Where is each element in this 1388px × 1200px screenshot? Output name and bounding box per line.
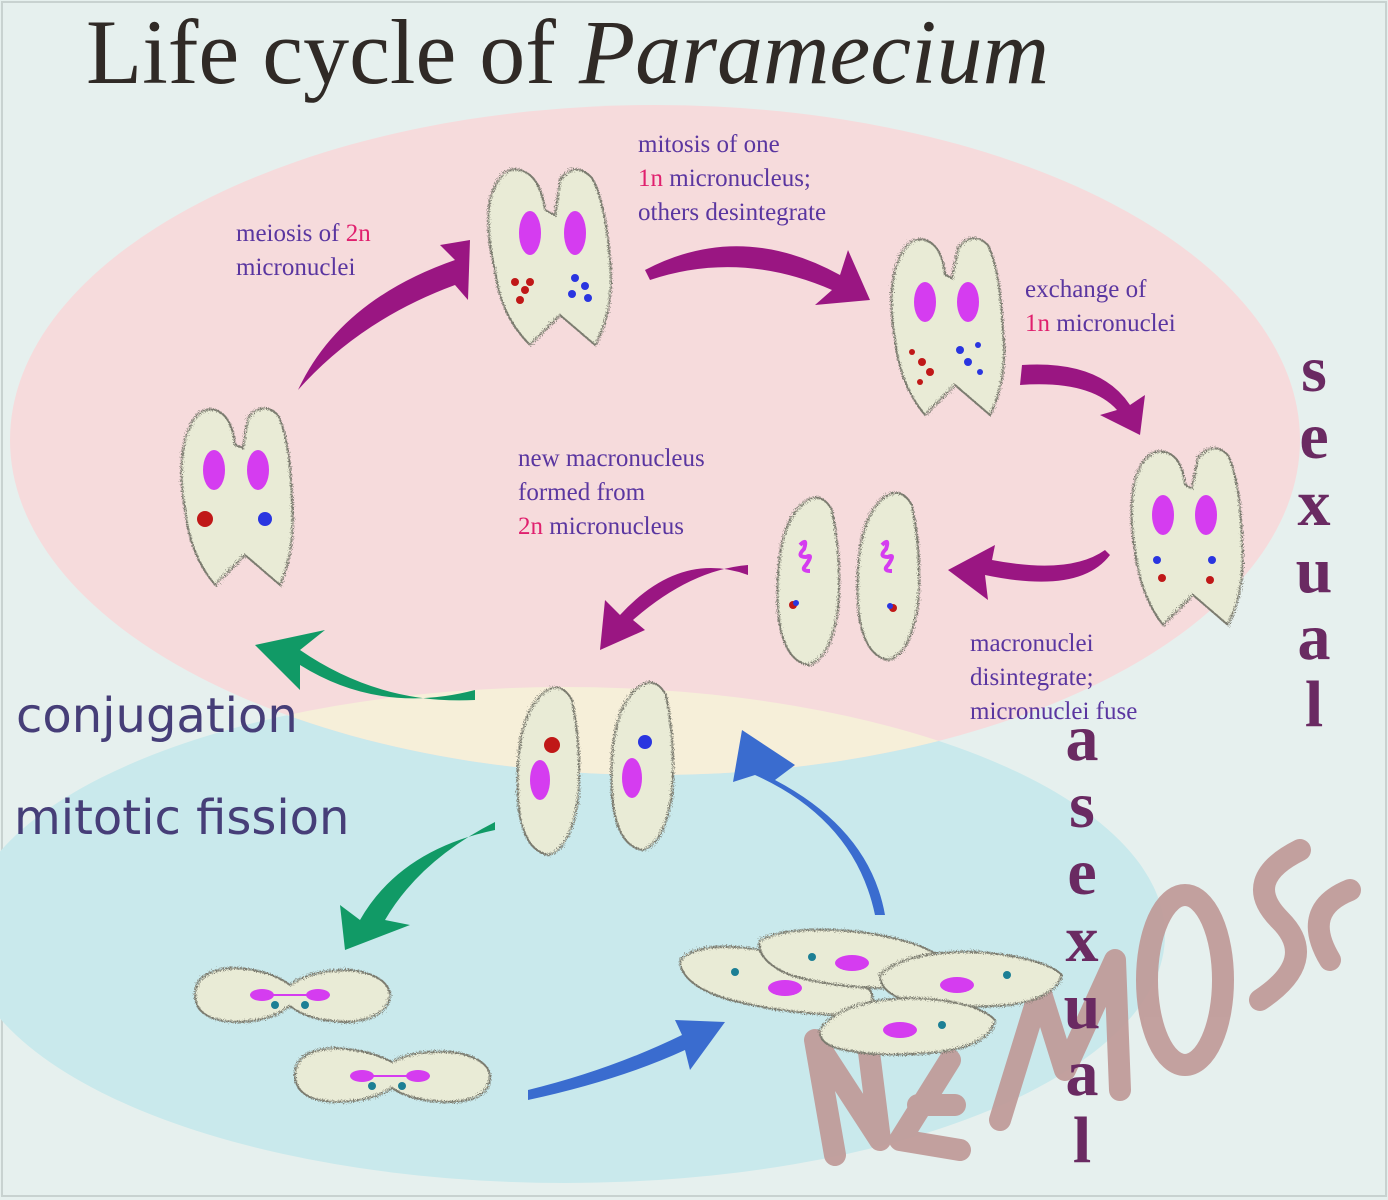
vertical-letter: a xyxy=(1065,702,1099,775)
note-exchange-ploidy: 1n xyxy=(1025,310,1050,337)
cells-new-pair xyxy=(516,681,675,857)
vertical-letter: s xyxy=(1069,769,1095,842)
watermark-shapes xyxy=(804,839,1361,1166)
title-prefix: Life cycle of xyxy=(86,1,579,103)
vertical-letter: x xyxy=(1065,903,1099,976)
note-new-macro-line1: new macronucleus xyxy=(518,445,705,472)
cell-pair-initial xyxy=(180,407,294,587)
arrow-fission-to-group xyxy=(528,1020,725,1100)
vertical-letter: a xyxy=(1065,1037,1099,1110)
cells-group xyxy=(678,928,1064,1056)
note-macro-dis-line1: macronuclei xyxy=(970,630,1094,657)
vertical-letter: l xyxy=(1072,1104,1092,1177)
note-macronuclei-disintegrate: macronuclei disintegrate; micronuclei fu… xyxy=(970,627,1137,729)
cells-separated xyxy=(776,492,921,667)
note-mitosis: mitosis of one 1n micronucleus; others d… xyxy=(638,128,826,230)
arrow-group-to-pair xyxy=(733,730,885,915)
cell-pair-meiosis xyxy=(487,168,612,347)
arrow-to-meiosis xyxy=(298,240,470,390)
cell-pair-mitosis xyxy=(890,237,1006,417)
note-mitosis-ploidy: 1n xyxy=(638,165,663,192)
vertical-letter: e xyxy=(1299,400,1329,473)
note-macro-dis-line2: disintegrate; xyxy=(970,664,1094,691)
vertical-letter: u xyxy=(1295,534,1333,607)
arrow-to-conjugation xyxy=(255,630,475,701)
arrow-to-new-macronucleus xyxy=(600,565,748,650)
conjugation-arrows xyxy=(255,630,495,950)
title-genus: Paramecium xyxy=(578,1,1050,103)
vertical-letter: a xyxy=(1297,601,1331,674)
vertical-letter: u xyxy=(1063,970,1101,1043)
label-mitotic-fission: mitotic fission xyxy=(14,790,350,846)
note-mitosis-line3: others desintegrate xyxy=(638,199,827,226)
vertical-letter: e xyxy=(1067,836,1097,909)
arrow-to-exchange xyxy=(1020,364,1145,435)
note-new-macro-line3: micronucleus xyxy=(543,513,684,540)
note-exchange-line2: micronuclei xyxy=(1050,310,1176,337)
note-new-macro-line2: formed from xyxy=(518,479,646,506)
note-mitosis-line1: mitosis of one xyxy=(638,131,780,158)
note-exchange-line1: exchange of xyxy=(1025,276,1147,303)
sexual-arrows xyxy=(298,240,1145,650)
vertical-letter: x xyxy=(1297,467,1331,540)
cell-pair-exchanged xyxy=(1130,447,1244,627)
arrow-to-mitosis xyxy=(645,246,870,305)
asexual-arrows xyxy=(528,730,885,1100)
note-macro-dis-line3: micronuclei fuse xyxy=(970,698,1138,725)
vertical-letter: s xyxy=(1301,333,1327,406)
note-new-macro-ploidy: 2n xyxy=(518,513,543,540)
arrow-to-fission xyxy=(340,822,495,950)
label-conjugation: conjugation xyxy=(16,688,298,744)
arrow-to-fusion xyxy=(948,545,1110,600)
note-exchange: exchange of 1n micronuclei xyxy=(1025,273,1176,341)
note-meiosis-ploidy: 2n xyxy=(345,220,371,247)
note-meiosis-line1: meiosis of xyxy=(236,220,346,247)
vertical-letter: l xyxy=(1304,668,1324,741)
note-meiosis-line2: micronuclei xyxy=(236,254,356,281)
cells-fission xyxy=(193,966,492,1104)
note-meiosis: meiosis of 2n micronuclei xyxy=(236,217,371,285)
note-new-macronucleus: new macronucleus formed from 2n micronuc… xyxy=(518,442,705,544)
note-mitosis-line2: micronucleus; xyxy=(663,165,811,192)
page-title: Life cycle of Paramecium xyxy=(86,1,1050,103)
